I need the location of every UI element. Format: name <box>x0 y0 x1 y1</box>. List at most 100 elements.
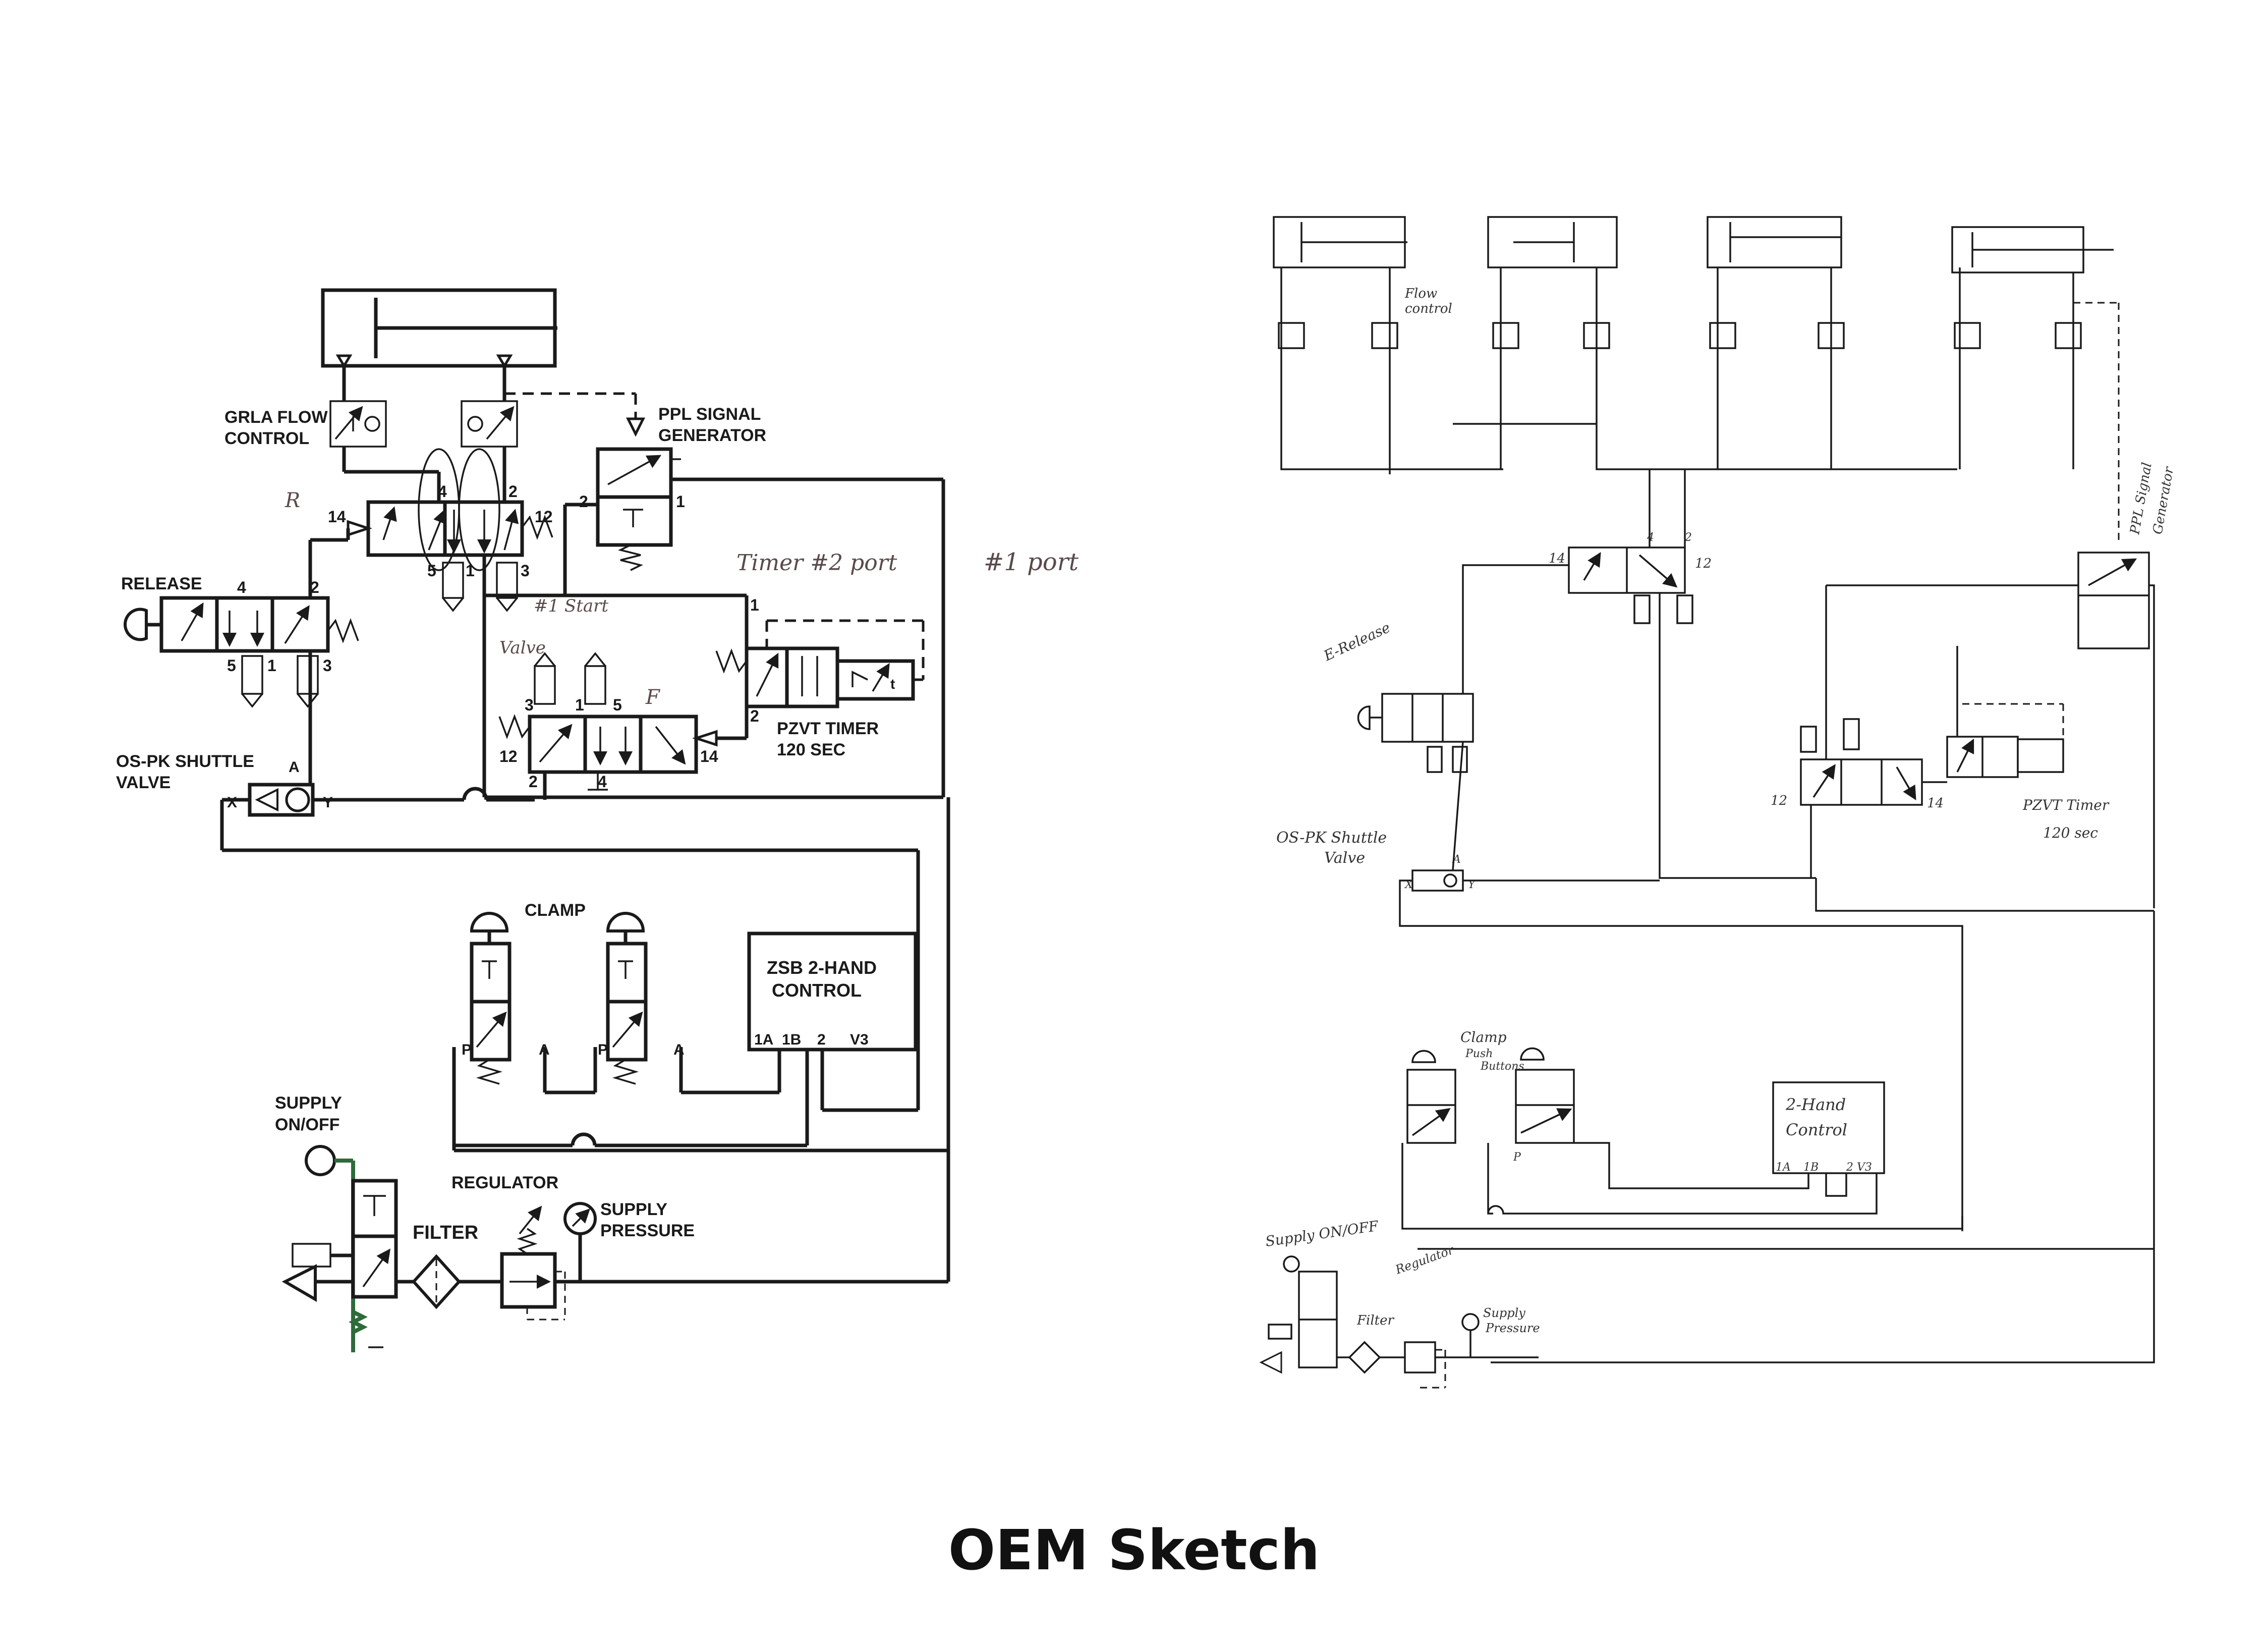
ppl-label-1: PPL SIGNAL <box>658 405 761 424</box>
main-valve-port-3: 3 <box>521 562 530 580</box>
shuttle-valve <box>248 783 315 817</box>
sketch-shuttle-x: X <box>1404 879 1413 891</box>
release-port-4: 4 <box>237 578 246 596</box>
clamp1-port-p: P <box>462 1041 472 1058</box>
sketch-shuttle-y: Y <box>1468 879 1477 891</box>
twohand-port-1a: 1A <box>754 1031 773 1048</box>
timer-port-2: 2 <box>750 707 759 725</box>
supply-label-1: SUPPLY <box>275 1093 342 1113</box>
sketch-cylinder-3 <box>1707 216 1842 268</box>
release-label: RELEASE <box>121 574 202 593</box>
clamp-button-1[interactable] <box>470 912 512 1085</box>
shuttle-port-x: X <box>227 794 237 811</box>
grla-label-2: CONTROL <box>224 429 309 448</box>
shuttle-label-1: OS-PK SHUTTLE <box>116 752 254 771</box>
twohand-port-1b: 1B <box>782 1031 801 1048</box>
sheet-caption: OEM Sketch <box>948 1518 1320 1582</box>
filter-label: FILTER <box>413 1222 478 1243</box>
sketch-main-14: 14 <box>1549 551 1565 566</box>
start-port-1: 1 <box>575 696 584 714</box>
shuttle-port-a: A <box>289 759 300 776</box>
sketch-twohand-1a: 1A <box>1776 1161 1791 1174</box>
printed-schematic: GRLA FLOW CONTROL PPL SIGNAL GENERATOR 2… <box>116 288 1079 1352</box>
annotation-f: F <box>645 686 660 709</box>
shuttle-label-2: VALVE <box>116 773 171 792</box>
ppl-port-1: 1 <box>676 492 685 511</box>
grla-flow-control-left <box>329 400 387 448</box>
sketch-e-release <box>1357 693 1474 773</box>
start-port-14: 14 <box>700 747 718 765</box>
start-valve <box>498 652 718 791</box>
sketch-clamp-button-2[interactable] <box>1515 1047 1575 1144</box>
sketch-clamp-label-2: Push <box>1465 1048 1493 1060</box>
sketch-timer-label-1: PZVT Timer <box>2022 797 2110 813</box>
sketch-clamp2-p: P <box>1513 1151 1521 1164</box>
timer-label-2: 120 SEC <box>777 740 845 759</box>
sketch-start-valve <box>1800 718 1923 806</box>
clamp-label: CLAMP <box>525 901 586 920</box>
sketch-clamp-label-1: Clamp <box>1460 1029 1507 1046</box>
clamp-button-2[interactable] <box>606 912 648 1085</box>
sketch-twohand-label-1: 2-Hand <box>1785 1095 1846 1114</box>
sketch-ppl-label-1: PPL Signal <box>2127 461 2155 536</box>
grla-flow-control-right <box>461 400 518 448</box>
ppl-port-2: 2 <box>579 492 588 511</box>
pressure-label-2: PRESSURE <box>600 1221 695 1240</box>
sketch-clamp-button-1[interactable] <box>1406 1050 1456 1144</box>
sketch-supply-label: Supply ON/OFF <box>1264 1218 1380 1250</box>
sketch-erelease-label: E-Release <box>1321 619 1393 665</box>
start-port-12: 12 <box>499 747 518 765</box>
main-cylinder <box>321 288 557 368</box>
timer-t: t <box>890 676 895 692</box>
sketch-cylinder-4 <box>1951 226 2114 273</box>
sketch-clamp-label-3: Buttons <box>1480 1060 1524 1073</box>
sketch-twohand-2v3: 2 V3 <box>1846 1161 1872 1174</box>
sketch-cylinder-1 <box>1273 216 1407 268</box>
sketch-twohand-label-2: Control <box>1786 1120 1847 1139</box>
supply-on-off-valve[interactable] <box>305 1145 398 1352</box>
start-port-3: 3 <box>525 696 534 714</box>
zsb-2-hand-control <box>747 931 918 1052</box>
shuttle-port-y: Y <box>323 794 333 811</box>
sketch-start-14: 14 <box>1927 796 1944 811</box>
sketch-filter-label: Filter <box>1356 1313 1395 1328</box>
twohand-label-2: CONTROL <box>772 980 862 1001</box>
ppl-signal-generator <box>596 417 681 571</box>
annotation-start: #1 Start <box>534 596 608 616</box>
main-valve-port-14: 14 <box>328 508 346 526</box>
annotation-valve: Valve <box>499 638 546 658</box>
main-valve-port-4: 4 <box>438 482 447 501</box>
annotation-r: R <box>285 489 300 512</box>
sketch-shuttle-label-1: OS-PK Shuttle <box>1276 829 1387 847</box>
sketch-ppl-generator <box>2077 552 2150 649</box>
main-valve-port-5: 5 <box>427 562 436 580</box>
main-directional-valve <box>347 500 553 557</box>
grla-label-1: GRLA FLOW <box>224 408 328 427</box>
sketch-shuttle-valve <box>1411 869 1464 892</box>
sketch-main-2: 2 <box>1684 531 1692 544</box>
start-port-5: 5 <box>613 696 622 714</box>
sketch-pressure-label-2: Pressure <box>1485 1321 1540 1335</box>
sketch-pzvt-timer <box>1946 736 2064 778</box>
timer-port-1: 1 <box>750 596 759 614</box>
sketch-supply-valve[interactable] <box>1259 1255 1338 1374</box>
clamp2-port-p: P <box>598 1041 608 1058</box>
twohand-label-1: ZSB 2-HAND <box>767 957 877 978</box>
supply-label-2: ON/OFF <box>275 1115 339 1134</box>
main-valve-port-2: 2 <box>508 482 518 501</box>
annotation-timer2: Timer #2 port <box>736 550 897 576</box>
release-port-2: 2 <box>310 578 319 596</box>
supply-pressure-gauge <box>563 1202 597 1282</box>
pzvt-timer <box>715 646 915 708</box>
release-valve <box>124 596 359 708</box>
annotation-port1: #1 port <box>984 548 1079 576</box>
start-port-2: 2 <box>529 773 538 791</box>
start-port-4: 4 <box>598 773 607 791</box>
sketch-pressure-label-1: Supply <box>1483 1306 1525 1320</box>
sketch-flow-label-2: control <box>1405 301 1452 316</box>
release-port-5: 5 <box>227 656 236 675</box>
sketch-ppl-label-2: Generator <box>2150 465 2177 535</box>
regulator-label: REGULATOR <box>451 1173 558 1192</box>
sketch-regulator <box>1404 1341 1446 1389</box>
